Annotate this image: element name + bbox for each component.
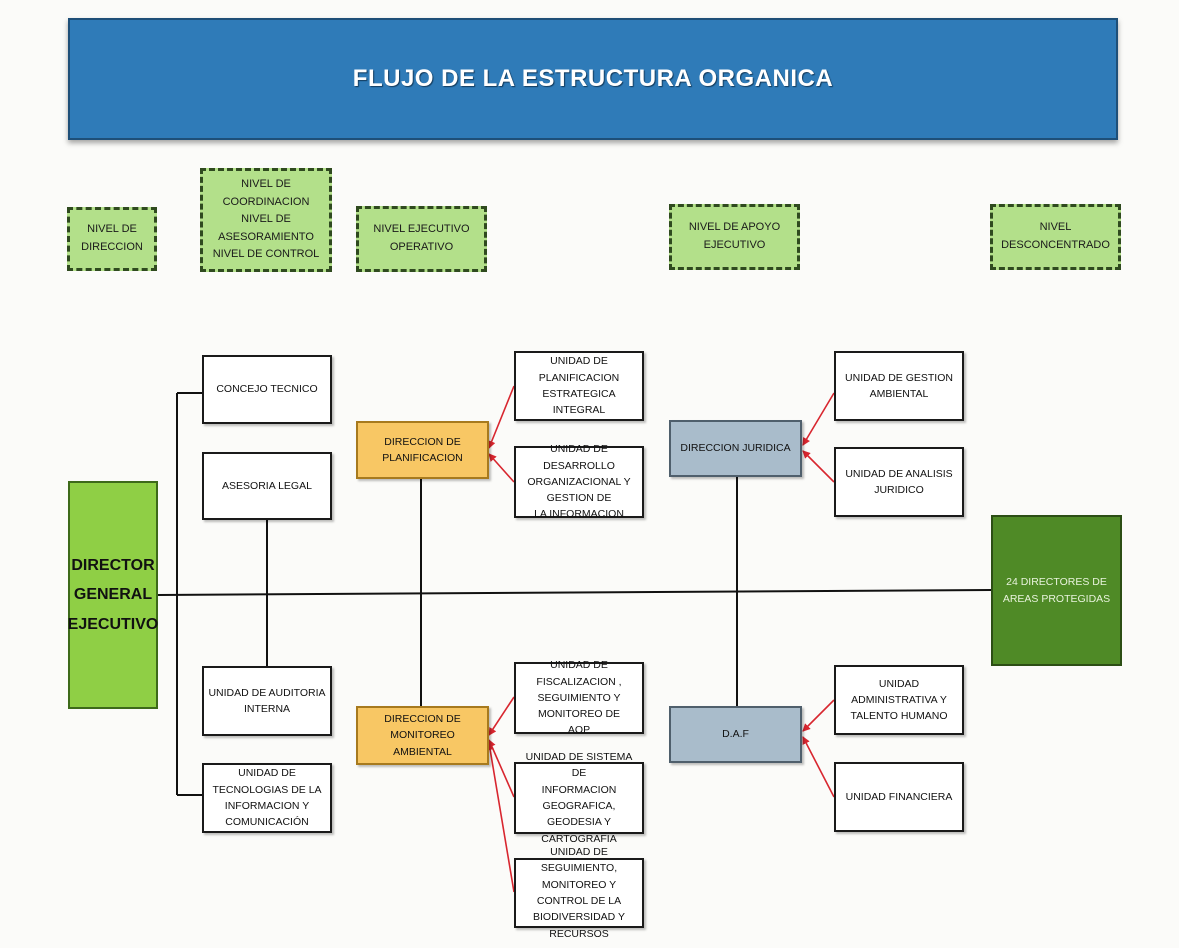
arrow-gestion-ambiental	[802, 392, 835, 446]
unidad-administrativa-box: UNIDAD ADMINISTRATIVA Y TALENTO HUMANO	[834, 665, 964, 735]
level-asesoramiento-line-2: NIVEL DE ASESORAMIENTO	[218, 213, 314, 243]
unidad-biodiversidad-box: UNIDAD DE SEGUIMIENTO, MONITOREO Y CONTR…	[514, 846, 644, 940]
unidad-financiera-box: UNIDAD FINANCIERA	[834, 762, 964, 832]
level-direccion: NIVEL DE DIRECCION	[67, 207, 157, 271]
level-apoyo: NIVEL DE APOYO EJECUTIVO	[669, 204, 800, 270]
biodiversidad-line-2: MONITOREO Y CONTROL DE LA	[536, 878, 622, 907]
daf-label: D.A.F	[722, 728, 749, 741]
direccion-planificacion-label: DIRECCION DE PLANIFICACION	[382, 435, 463, 464]
arrow-biodiversidad	[486, 742, 515, 893]
financiera-label: UNIDAD FINANCIERA	[845, 790, 953, 803]
level-desconcentrado: NIVEL DESCONCENTRADO	[990, 204, 1121, 270]
tecnologias-line-2: INFORMACION Y COMUNICACIÓN	[224, 800, 310, 829]
level-coordinacion: NIVEL DE COORDINACION NIVEL DE ASESORAMI…	[200, 168, 332, 272]
level-ejecutivo-label: NIVEL EJECUTIVO OPERATIVO	[373, 223, 470, 253]
director-line-2: GENERAL	[73, 586, 153, 604]
arrow-plan-estrategica	[487, 385, 515, 449]
desarrollo-org-line-1: UNIDAD DE DESARROLLO	[543, 443, 615, 472]
directores-areas-protegidas-box: 24 DIRECTORES DE AREAS PROTEGIDAS	[991, 515, 1122, 666]
asesoria-legal-label: ASESORIA LEGAL	[222, 479, 312, 492]
desarrollo-org-line-3: LA INFORMACION	[534, 508, 624, 521]
unidad-gestion-ambiental-box: UNIDAD DE GESTION AMBIENTAL	[834, 351, 964, 421]
concejo-tecnico-box: CONCEJO TECNICO	[202, 355, 332, 424]
concejo-tecnico-label: CONCEJO TECNICO	[216, 383, 318, 396]
direccion-monitoreo-box: DIRECCION DE MONITOREO AMBIENTAL	[356, 706, 489, 765]
direccion-monitoreo-line-1: DIRECCION DE MONITOREO	[384, 713, 461, 742]
sistema-geo-line-2: INFORMACION GEOGRAFICA,	[541, 783, 617, 812]
title-banner: FLUJO DE LA ESTRUCTURA ORGANICA	[68, 18, 1118, 140]
page-title: FLUJO DE LA ESTRUCTURA ORGANICA	[352, 65, 834, 92]
auditoria-interna-label: UNIDAD DE AUDITORIA INTERNA	[208, 686, 326, 715]
arrow-analisis-juridico	[802, 450, 835, 483]
daf-box: D.A.F	[669, 706, 802, 763]
fiscalizacion-line-1: UNIDAD DE FISCALIZACION ,	[536, 659, 622, 688]
plan-estrategica-line-2: ESTRATEGICA INTEGRAL	[542, 388, 616, 417]
arrow-fiscalizacion	[488, 696, 515, 736]
administrativa-line-1: UNIDAD ADMINISTRATIVA Y	[851, 677, 947, 706]
asesoria-legal-box: ASESORIA LEGAL	[202, 452, 332, 520]
unidad-fiscalizacion-box: UNIDAD DE FISCALIZACION , SEGUIMIENTO Y …	[514, 659, 644, 736]
main-trunk-line	[157, 589, 992, 596]
plan-estrategica-line-1: UNIDAD DE PLANIFICACION	[538, 355, 620, 384]
direccion-juridica-box: DIRECCION JURIDICA	[669, 420, 802, 477]
unidad-planificacion-estrategica-box: UNIDAD DE PLANIFICACION ESTRATEGICA INTE…	[514, 351, 644, 421]
unidad-sistema-geo-box: UNIDAD DE SISTEMA DE INFORMACION GEOGRAF…	[514, 751, 644, 845]
level-apoyo-label: NIVEL DE APOYO EJECUTIVO	[688, 221, 781, 251]
administrativa-line-2: TALENTO HUMANO	[850, 710, 948, 723]
sistema-geo-line-1: UNIDAD DE SISTEMA DE	[525, 751, 633, 780]
fiscalizacion-line-2: SEGUIMIENTO Y MONITOREO DE	[537, 691, 621, 721]
director-general-box: DIRECTOR GENERAL EJECUTIVO	[68, 481, 158, 709]
arrow-financiera	[802, 736, 835, 798]
tecnologias-line-1: UNIDAD DE TECNOLOGIAS DE LA	[212, 767, 322, 796]
director-line-1: DIRECTOR	[71, 556, 155, 574]
director-line-3: EJECUTIVO	[67, 615, 159, 633]
level-ejecutivo: NIVEL EJECUTIVO OPERATIVO	[356, 206, 487, 272]
biodiversidad-line-1: UNIDAD DE SEGUIMIENTO,	[540, 846, 618, 875]
sistema-geo-line-3: GEODESIA Y CARTOGRAFIA	[541, 816, 617, 845]
auditoria-interna-box: UNIDAD DE AUDITORIA INTERNA	[202, 666, 332, 736]
arrow-desarrollo-org	[488, 453, 515, 483]
level-coordinacion-line-1: NIVEL DE COORDINACION	[222, 178, 310, 208]
level-direccion-label: NIVEL DE DIRECCION	[81, 223, 143, 253]
arrow-administrativa	[802, 699, 835, 732]
direccion-juridica-label: DIRECCION JURIDICA	[680, 442, 791, 455]
unidad-desarrollo-org-box: UNIDAD DE DESARROLLO ORGANIZACIONAL Y GE…	[514, 443, 644, 520]
gestion-ambiental-label: UNIDAD DE GESTION AMBIENTAL	[845, 371, 953, 400]
level-desconcentrado-label: NIVEL DESCONCENTRADO	[1001, 221, 1110, 251]
direccion-planificacion-box: DIRECCION DE PLANIFICACION	[356, 421, 489, 479]
direccion-monitoreo-line-2: AMBIENTAL	[393, 745, 452, 758]
tecnologias-box: UNIDAD DE TECNOLOGIAS DE LA INFORMACION …	[202, 763, 332, 833]
level-control-line-3: NIVEL DE CONTROL	[212, 248, 320, 261]
directores-areas-protegidas-label: 24 DIRECTORES DE AREAS PROTEGIDAS	[1002, 575, 1111, 605]
analisis-juridico-label: UNIDAD DE ANALISIS JURIDICO	[845, 467, 953, 496]
fiscalizacion-line-3: AOP	[567, 724, 591, 737]
desarrollo-org-line-2: ORGANIZACIONAL Y GESTION DE	[527, 475, 631, 505]
unidad-analisis-juridico-box: UNIDAD DE ANALISIS JURIDICO	[834, 447, 964, 517]
biodiversidad-line-3: BIODIVERSIDAD Y RECURSOS	[533, 911, 625, 940]
